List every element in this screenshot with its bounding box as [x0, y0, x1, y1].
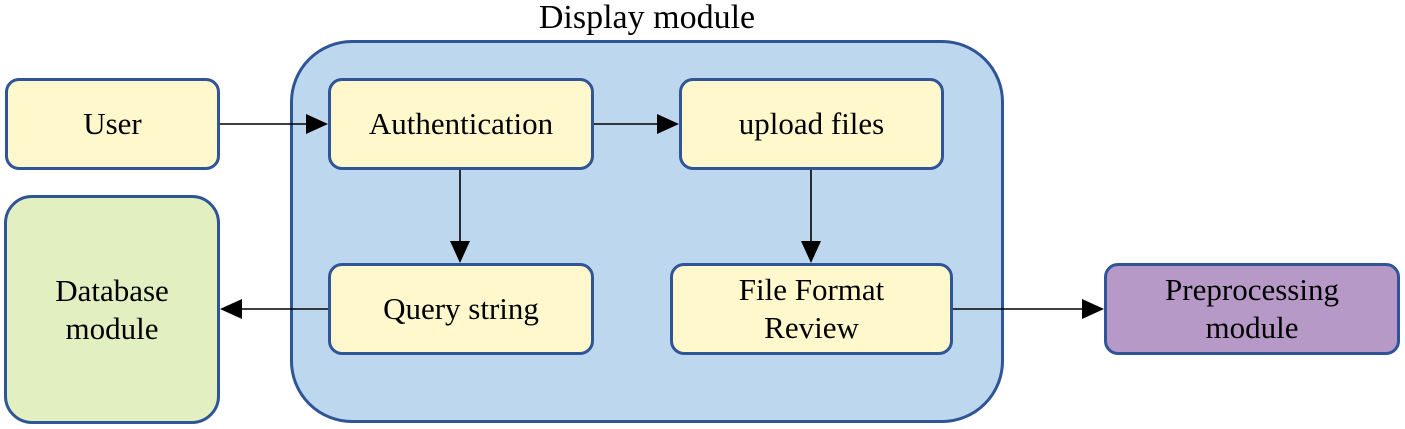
authentication-node-label: Authentication — [368, 106, 554, 141]
query-string-node-label: Query string — [383, 291, 539, 326]
user-node: User — [5, 78, 220, 170]
upload-files-node: upload files — [679, 78, 944, 170]
file-format-review-node-label: File Format Review — [738, 272, 885, 345]
preprocessing-module-node: Preprocessing module — [1104, 263, 1400, 355]
authentication-node: Authentication — [328, 78, 594, 170]
file-format-review-node: File Format Review — [670, 263, 953, 355]
upload-files-node-label: upload files — [738, 106, 885, 141]
query-string-node: Query string — [328, 263, 594, 355]
database-module-node-label: Database module — [55, 272, 169, 346]
user-node-label: User — [83, 106, 142, 141]
preprocessing-module-node-label: Preprocessing module — [1165, 272, 1339, 345]
display-module-title: Display module — [538, 0, 756, 36]
database-module-node: Database module — [4, 195, 220, 424]
